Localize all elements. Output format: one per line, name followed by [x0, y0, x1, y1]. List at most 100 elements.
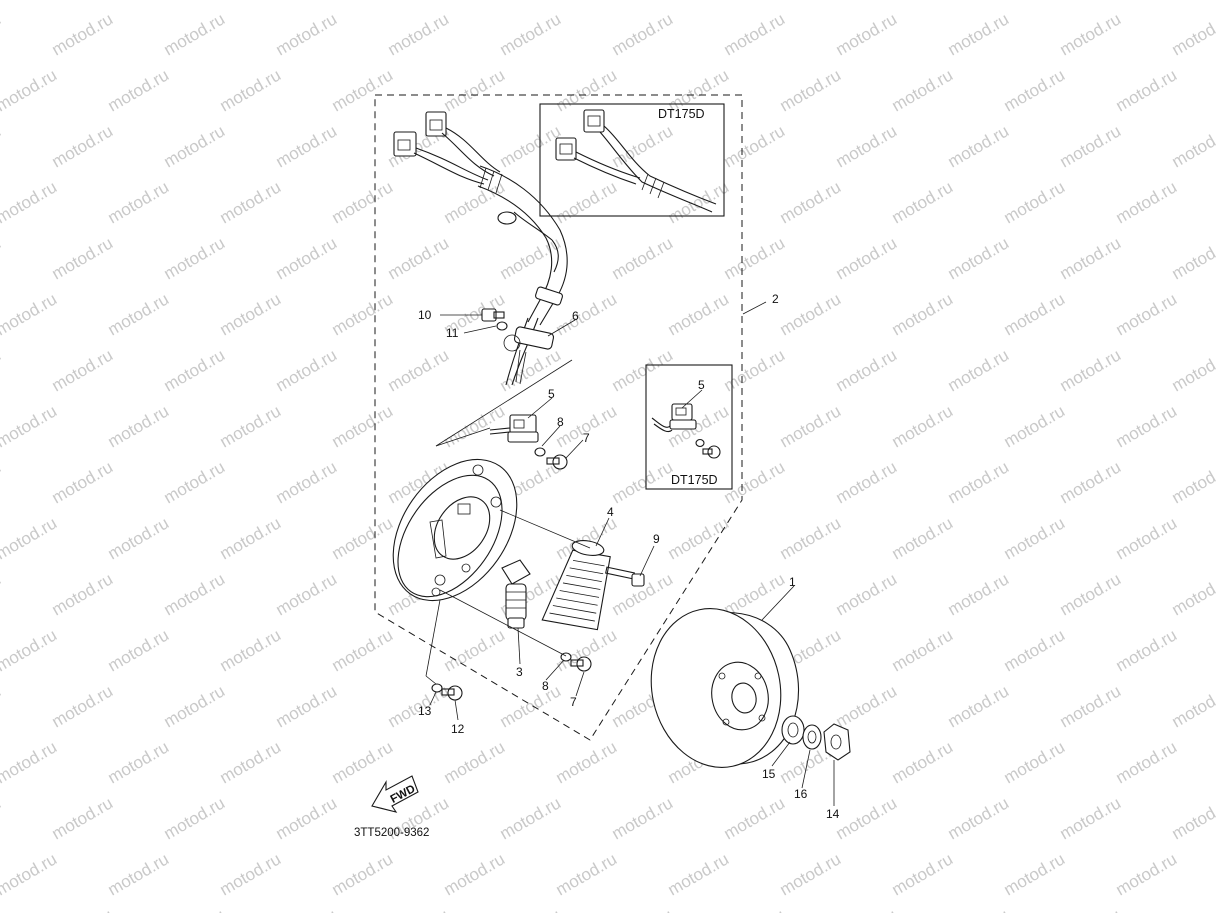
watermark-text: motod.ru	[1169, 681, 1217, 731]
watermark-text: motod.ru	[385, 9, 453, 59]
watermark-text: motod.ru	[1057, 233, 1125, 283]
watermark-text: motod.ru	[105, 849, 173, 899]
watermark-text: motod.ru	[497, 793, 565, 843]
watermark-text: motod.ru	[49, 569, 117, 619]
watermark-text: motod.ru	[0, 681, 4, 731]
watermark-text: motod.ru	[721, 9, 789, 59]
callouts: 1 2 3 4 5 5 6 7 7 8 8 9 10 11 12 13 14 1…	[418, 292, 840, 821]
watermark-text: motod.ru	[0, 737, 60, 787]
watermark-text: motod.ru	[889, 625, 957, 675]
callout-7b: 7	[570, 695, 577, 709]
stator-base-plate	[392, 458, 518, 602]
watermark-text: motod.ru	[945, 121, 1013, 171]
inset-pickup-dt175d	[645, 364, 733, 490]
watermark-text: motod.ru	[217, 0, 285, 3]
watermark-text: motod.ru	[273, 233, 341, 283]
callout-8b: 8	[542, 679, 549, 693]
watermark-text: motod.ru	[105, 625, 173, 675]
watermark-text: motod.ru	[105, 177, 173, 227]
fwd-arrow-icon: FWD	[371, 775, 419, 813]
watermark-text: motod.ru	[1057, 905, 1125, 913]
drawing-code: 3TT5200-9362	[354, 827, 429, 839]
watermark-text: motod.ru	[1113, 737, 1181, 787]
watermark-text: motod.ru	[1169, 793, 1217, 843]
watermark-text: motod.ru	[1001, 0, 1069, 3]
watermark-text: motod.ru	[497, 121, 565, 171]
watermark-text: motod.ru	[49, 9, 117, 59]
watermark-text: motod.ru	[217, 625, 285, 675]
watermark-text: motod.ru	[441, 0, 509, 3]
watermark-text: motod.ru	[889, 513, 957, 563]
watermark-text: motod.ru	[1001, 65, 1069, 115]
bolt-part-9	[605, 566, 645, 587]
watermark-text: motod.ru	[609, 233, 677, 283]
watermark-text: motod.ru	[833, 793, 901, 843]
callout-15: 15	[762, 767, 776, 781]
watermark-text: motod.ru	[0, 289, 60, 339]
watermark-text: motod.ru	[945, 681, 1013, 731]
watermark-text: motod.ru	[0, 121, 4, 171]
watermark-text: motod.ru	[273, 345, 341, 395]
watermark-text: motod.ru	[49, 793, 117, 843]
watermark-text: motod.ru	[777, 849, 845, 899]
watermark-text: motod.ru	[329, 177, 397, 227]
clamp-part-6	[503, 326, 555, 352]
watermark-text: motod.ru	[161, 121, 229, 171]
watermark-text: motod.ru	[1169, 345, 1217, 395]
watermark-text: motod.ru	[1001, 401, 1069, 451]
pickup-coil-part-5	[489, 414, 539, 443]
callout-14: 14	[826, 807, 840, 821]
watermark-text: motod.ru	[1001, 289, 1069, 339]
watermark-text: motod.ru	[553, 849, 621, 899]
watermark-text: motod.ru	[609, 345, 677, 395]
watermark-text: motod.ru	[553, 177, 621, 227]
watermark-text: motod.ru	[1001, 625, 1069, 675]
watermark-text: motod.ru	[721, 905, 789, 913]
watermark-text: motod.ru	[665, 177, 733, 227]
watermark-text: motod.ru	[105, 737, 173, 787]
watermark-text: motod.ru	[329, 513, 397, 563]
callout-11: 11	[446, 326, 459, 340]
watermark-text: motod.ru	[49, 233, 117, 283]
watermark-text: motod.ru	[1001, 513, 1069, 563]
watermark-text: motod.ru	[329, 737, 397, 787]
watermark-text: motod.ru	[105, 65, 173, 115]
washer-part-11	[496, 321, 508, 331]
watermark-text: motod.ru	[0, 457, 4, 507]
callout-7a: 7	[583, 431, 590, 445]
watermark-text: motod.ru	[329, 289, 397, 339]
watermark-text: motod.ru	[161, 9, 229, 59]
watermark-text: motod.ru	[217, 849, 285, 899]
watermark-text: motod.ru	[889, 0, 957, 3]
watermark-text: motod.ru	[945, 233, 1013, 283]
watermark-text: motod.ru	[0, 625, 60, 675]
watermark-text: motod.ru	[721, 569, 789, 619]
watermark-text: motod.ru	[1113, 849, 1181, 899]
watermark-text: motod.ru	[553, 737, 621, 787]
watermark-text: motod.ru	[889, 401, 957, 451]
watermark-text: motod.ru	[497, 9, 565, 59]
callout-2: 2	[772, 292, 779, 306]
watermark-text: motod.ru	[441, 625, 509, 675]
watermark-text: motod.ru	[1113, 65, 1181, 115]
watermark-text: motod.ru	[721, 345, 789, 395]
watermark-text: motod.ru	[273, 681, 341, 731]
watermark-text: motod.ru	[609, 457, 677, 507]
watermark-text: motod.ru	[1057, 681, 1125, 731]
watermark-text: motod.ru	[721, 793, 789, 843]
watermark-text: motod.ru	[833, 345, 901, 395]
watermark-text: motod.ru	[497, 681, 565, 731]
callout-1: 1	[789, 575, 796, 589]
watermark-text: motod.ru	[441, 737, 509, 787]
watermark-text: motod.ru	[945, 345, 1013, 395]
watermark-text: motod.ru	[889, 737, 957, 787]
watermark-text: motod.ru	[1001, 849, 1069, 899]
watermark-text: motod.ru	[1057, 345, 1125, 395]
watermark-text: motod.ru	[1057, 793, 1125, 843]
watermark-text: motod.ru	[217, 513, 285, 563]
watermark-text: motod.ru	[0, 177, 60, 227]
screw-part-7b	[570, 656, 592, 672]
watermark-text: motod.ru	[777, 289, 845, 339]
watermark-text: motod.ru	[1169, 457, 1217, 507]
flywheel-rotor-part-1	[650, 608, 799, 768]
